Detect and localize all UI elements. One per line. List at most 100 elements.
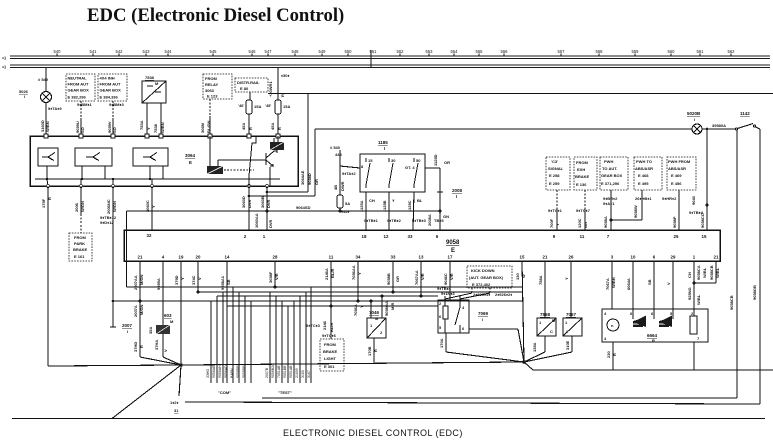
svg-text:2006NC: 2006NC bbox=[106, 199, 111, 214]
svg-text:W/GN: W/GN bbox=[80, 201, 85, 212]
svg-text:39580A: 39580A bbox=[712, 123, 726, 128]
svg-text:33: 33 bbox=[408, 234, 413, 239]
svg-text:3: 3 bbox=[611, 255, 614, 260]
svg-text:1185: 1185 bbox=[378, 140, 388, 145]
svg-text:1♦2♦: 1♦2♦ bbox=[170, 400, 179, 405]
svg-text:BL/R: BL/R bbox=[329, 323, 334, 332]
svg-text:30: 30 bbox=[391, 158, 396, 163]
svg-text:'C3': 'C3' bbox=[551, 159, 558, 164]
svg-text:1060AA: 1060AA bbox=[254, 213, 259, 228]
svg-text:560: 560 bbox=[668, 49, 676, 54]
svg-text:FROM AUT: FROM AUT bbox=[100, 82, 122, 87]
svg-text:9059U: 9059U bbox=[75, 121, 80, 133]
svg-text:1: 1 bbox=[539, 320, 542, 325]
svg-text:R: R bbox=[612, 353, 617, 356]
svg-text:SO: SO bbox=[112, 127, 117, 133]
svg-text:ELECTRONIC DIESEL CONTROL (EDC: ELECTRONIC DIESEL CONTROL (EDC) bbox=[283, 428, 463, 438]
svg-text:E: E bbox=[451, 248, 455, 254]
svg-text:170A: 170A bbox=[439, 338, 444, 348]
svg-text:2007A: 2007A bbox=[133, 305, 138, 317]
svg-text:Y: Y bbox=[146, 127, 151, 130]
svg-text:9♦TA♦9: 9♦TA♦9 bbox=[48, 106, 62, 111]
svg-text:W/BL: W/BL bbox=[702, 267, 707, 278]
svg-text:9051AB: 9051AB bbox=[289, 365, 293, 378]
svg-text:DWR: DWR bbox=[340, 181, 345, 191]
svg-text:32: 32 bbox=[147, 233, 152, 238]
svg-text:700F: 700F bbox=[549, 218, 554, 228]
svg-text:3060D: 3060D bbox=[241, 196, 246, 208]
svg-text:7538: 7538 bbox=[145, 75, 155, 80]
svg-text:7067A: 7067A bbox=[605, 278, 610, 290]
svg-text:26: 26 bbox=[569, 255, 574, 260]
svg-text:2♦926♦2♦: 2♦926♦2♦ bbox=[495, 292, 512, 297]
svg-text:I: I bbox=[384, 146, 385, 151]
svg-text:9♦TC♦3: 9♦TC♦3 bbox=[306, 323, 321, 328]
svg-text:7568: 7568 bbox=[540, 312, 551, 317]
svg-text:I: I bbox=[456, 194, 457, 199]
svg-text:9♦TC♦1: 9♦TC♦1 bbox=[548, 208, 563, 213]
svg-text:7538: 7538 bbox=[153, 123, 158, 133]
svg-text:1: 1 bbox=[565, 320, 568, 325]
svg-text:543: 543 bbox=[143, 49, 151, 54]
svg-text:Y: Y bbox=[151, 205, 156, 208]
svg-text:BL: BL bbox=[417, 198, 423, 203]
svg-text:21: 21 bbox=[138, 255, 143, 260]
svg-text:4B: 4B bbox=[333, 185, 338, 190]
svg-text:R: R bbox=[280, 94, 285, 97]
svg-text:9: 9 bbox=[553, 234, 556, 239]
svg-text:Y: Y bbox=[392, 198, 395, 203]
svg-text:544: 544 bbox=[165, 49, 173, 54]
svg-text:310E: 310E bbox=[565, 340, 570, 350]
svg-text:W: W bbox=[521, 274, 526, 278]
svg-text:SO: SO bbox=[80, 127, 85, 133]
svg-text:45A: 45A bbox=[241, 123, 246, 130]
svg-text:(AUT. GEAR BOX): (AUT. GEAR BOX) bbox=[469, 275, 504, 280]
svg-text:18: 18 bbox=[362, 234, 367, 239]
svg-text:12: 12 bbox=[384, 234, 389, 239]
svg-text:15: 15 bbox=[702, 234, 707, 239]
svg-text:BL/R: BL/R bbox=[330, 269, 335, 278]
svg-text:GR: GR bbox=[314, 179, 319, 185]
svg-text:9♦TB♦1: 9♦TB♦1 bbox=[364, 218, 379, 223]
svg-text:BRAKE: BRAKE bbox=[73, 247, 88, 252]
svg-text:FROM: FROM bbox=[324, 342, 336, 347]
svg-text:306M: 306M bbox=[200, 122, 205, 133]
svg-text:E 123: E 123 bbox=[207, 94, 218, 99]
svg-text:551: 551 bbox=[370, 49, 378, 54]
svg-text:E 372,402: E 372,402 bbox=[472, 282, 491, 287]
svg-text:M: M bbox=[170, 319, 174, 324]
svg-text:15A: 15A bbox=[283, 104, 290, 109]
svg-text:R: R bbox=[47, 197, 52, 200]
svg-text:554: 554 bbox=[451, 49, 459, 54]
svg-text:7: 7 bbox=[607, 234, 610, 239]
svg-text:2: 2 bbox=[691, 311, 694, 316]
svg-text:2007B: 2007B bbox=[265, 367, 269, 378]
svg-text:9♦HR♦2: 9♦HR♦2 bbox=[662, 196, 677, 201]
svg-text:6: 6 bbox=[462, 326, 465, 331]
svg-text:PARK: PARK bbox=[74, 241, 85, 246]
svg-text:758A: 758A bbox=[538, 275, 543, 285]
svg-text:V/R: V/R bbox=[420, 273, 425, 280]
svg-text:1125D: 1125D bbox=[433, 154, 438, 166]
svg-text:6: 6 bbox=[630, 311, 633, 316]
svg-text:9♦BM♦3: 9♦BM♦3 bbox=[109, 102, 125, 107]
svg-text:9058A: 9058A bbox=[603, 216, 608, 228]
svg-text:# 549: # 549 bbox=[38, 77, 49, 82]
svg-text:135A: 135A bbox=[532, 342, 537, 352]
svg-text:GT. 4: GT. 4 bbox=[405, 165, 415, 170]
svg-text:BABN: BABN bbox=[230, 368, 234, 378]
svg-text:9♦D♦12: 9♦D♦12 bbox=[100, 220, 114, 225]
svg-text:9056AH: 9056AH bbox=[218, 365, 222, 378]
svg-text:GN: GN bbox=[443, 214, 449, 219]
svg-text:2: 2 bbox=[380, 330, 383, 335]
svg-text:9059V: 9059V bbox=[107, 121, 112, 133]
svg-text:542: 542 bbox=[116, 49, 124, 54]
svg-text:I: I bbox=[127, 329, 128, 334]
svg-text:E 371,296: E 371,296 bbox=[601, 181, 620, 186]
svg-text:549: 549 bbox=[319, 49, 327, 54]
svg-text:'45': '45' bbox=[265, 103, 271, 108]
svg-text:9058CB: 9058CB bbox=[729, 295, 734, 310]
svg-text:RELAY: RELAY bbox=[205, 82, 219, 87]
svg-text:120C: 120C bbox=[577, 218, 582, 228]
svg-text:3060B: 3060B bbox=[260, 196, 265, 208]
